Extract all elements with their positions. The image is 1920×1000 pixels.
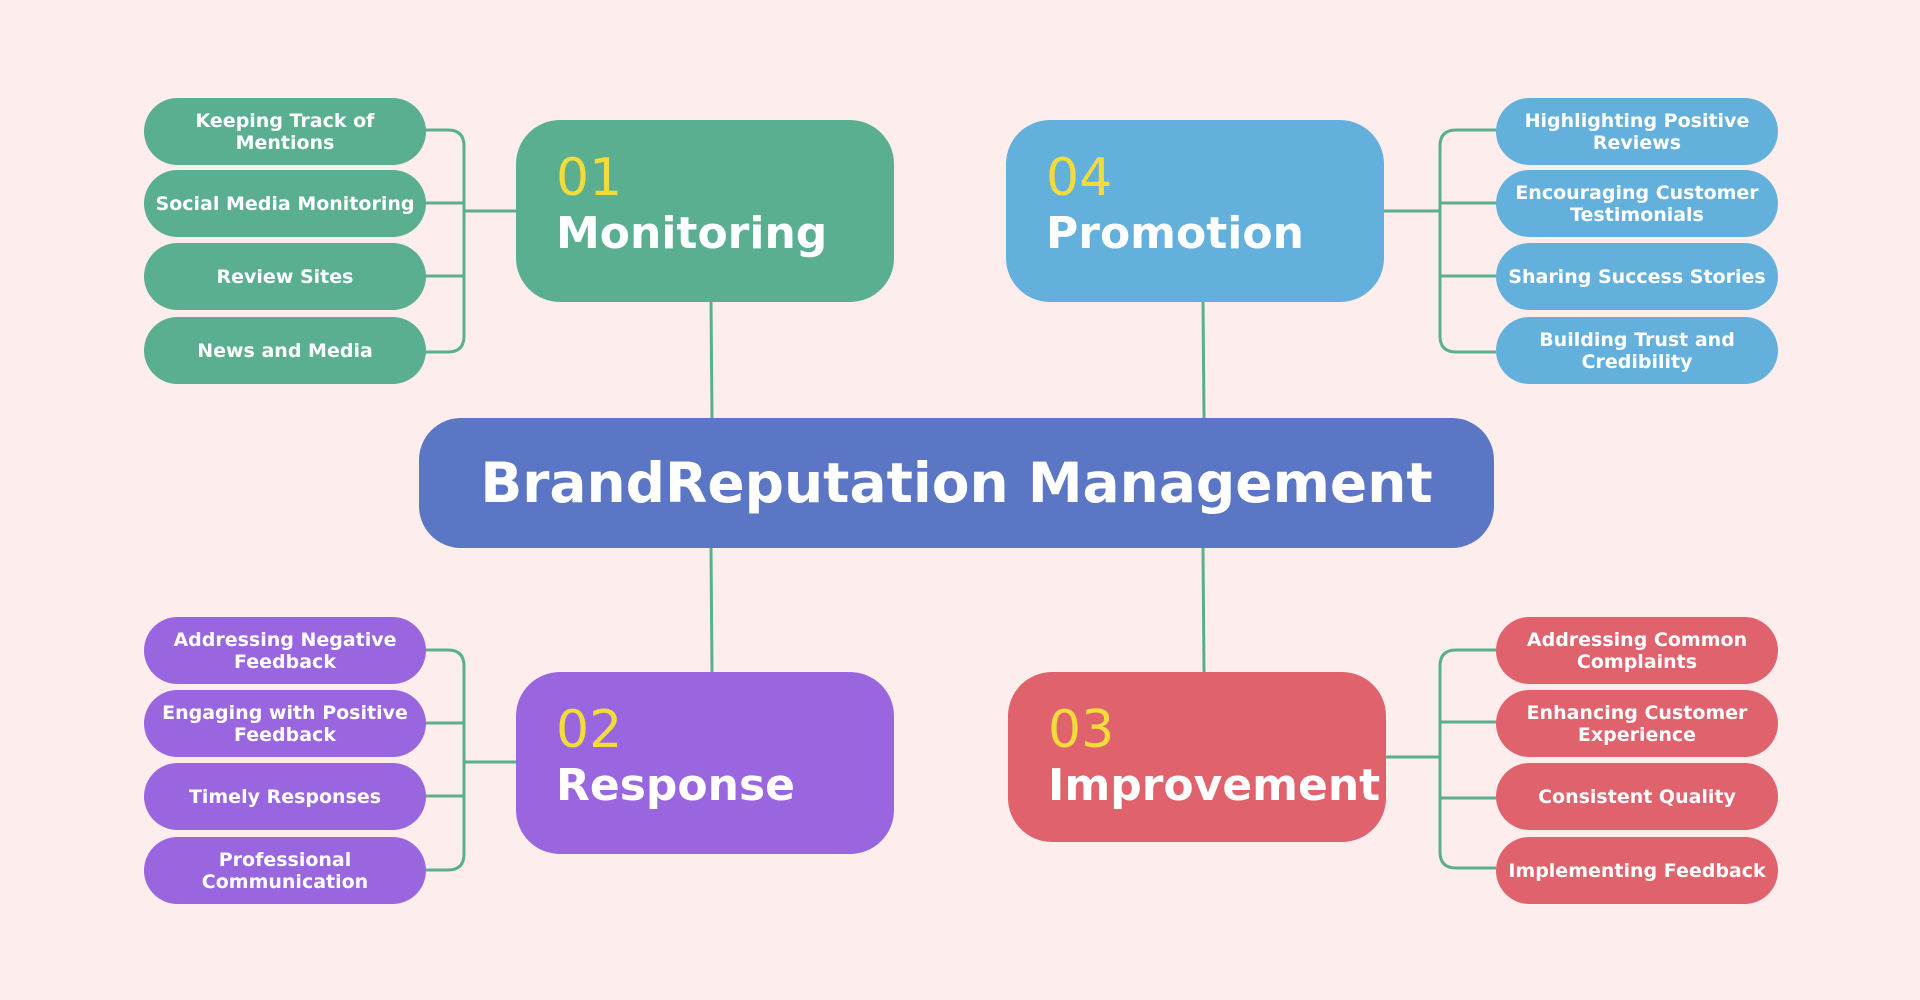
branch-number: 04 [1046, 148, 1113, 208]
branch-improvement: 03 Improvement [1008, 672, 1386, 842]
connector-monitoring-center [709, 299, 714, 419]
leaf-label: Professional Communication [201, 848, 369, 893]
leaf-improvement-4: Implementing Feedback [1496, 837, 1778, 904]
leaf-response-4: Professional Communication [144, 837, 426, 904]
leaf-label: Building Trust and Credibility [1539, 328, 1735, 373]
connector-promotion-center [1201, 299, 1206, 419]
leaf-label: Engaging with Positive Feedback [162, 701, 408, 746]
leaf-monitoring-4: News and Media [144, 317, 426, 384]
leaf-improvement-3: Consistent Quality [1496, 763, 1778, 830]
leaf-response-1: Addressing Negative Feedback [144, 617, 426, 684]
leaf-response-3: Timely Responses [144, 763, 426, 830]
leaf-label: Review Sites [216, 265, 354, 288]
leaf-improvement-2: Enhancing Customer Experience [1496, 690, 1778, 757]
leaf-monitoring-1: Keeping Track of Mentions [144, 98, 426, 165]
central-topic: BrandReputation Management [419, 418, 1494, 548]
connector-monitoring-leaves [424, 128, 516, 354]
leaf-label: Sharing Success Stories [1508, 265, 1766, 288]
leaf-label: Social Media Monitoring [155, 192, 415, 215]
branch-promotion: 04 Promotion [1006, 120, 1384, 302]
leaf-label: Encouraging Customer Testimonials [1515, 181, 1759, 226]
leaf-improvement-1: Addressing Common Complaints [1496, 617, 1778, 684]
branch-number: 03 [1048, 700, 1115, 760]
leaf-monitoring-3: Review Sites [144, 243, 426, 310]
leaf-promotion-2: Encouraging Customer Testimonials [1496, 170, 1778, 237]
central-topic-title: BrandReputation Management [480, 451, 1433, 515]
leaf-label: Addressing Negative Feedback [173, 628, 397, 673]
branch-title: Monitoring [556, 208, 828, 259]
connector-improvement-center [1201, 547, 1206, 673]
connector-improvement-leaves [1386, 648, 1496, 870]
leaf-monitoring-2: Social Media Monitoring [144, 170, 426, 237]
branch-title: Improvement [1048, 760, 1381, 811]
connector-response-leaves [424, 648, 516, 872]
leaf-label: Addressing Common Complaints [1526, 628, 1748, 673]
leaf-promotion-1: Highlighting Positive Reviews [1496, 98, 1778, 165]
leaf-response-2: Engaging with Positive Feedback [144, 690, 426, 757]
leaf-label: Implementing Feedback [1508, 859, 1766, 882]
branch-monitoring: 01 Monitoring [516, 120, 894, 302]
branch-title: Response [556, 760, 795, 811]
leaf-label: Keeping Track of Mentions [195, 109, 375, 154]
leaf-label: Highlighting Positive Reviews [1524, 109, 1750, 154]
leaf-label: Timely Responses [188, 785, 382, 808]
branch-number: 01 [556, 148, 623, 208]
leaf-promotion-3: Sharing Success Stories [1496, 243, 1778, 310]
branch-number: 02 [556, 700, 623, 760]
connector-promotion-leaves [1384, 128, 1496, 354]
leaf-label: News and Media [197, 339, 373, 362]
leaf-label: Consistent Quality [1538, 785, 1736, 808]
branch-response: 02 Response [516, 672, 894, 854]
connector-response-center [709, 547, 714, 673]
leaf-promotion-4: Building Trust and Credibility [1496, 317, 1778, 384]
leaf-label: Enhancing Customer Experience [1526, 701, 1748, 746]
branch-title: Promotion [1046, 208, 1304, 259]
